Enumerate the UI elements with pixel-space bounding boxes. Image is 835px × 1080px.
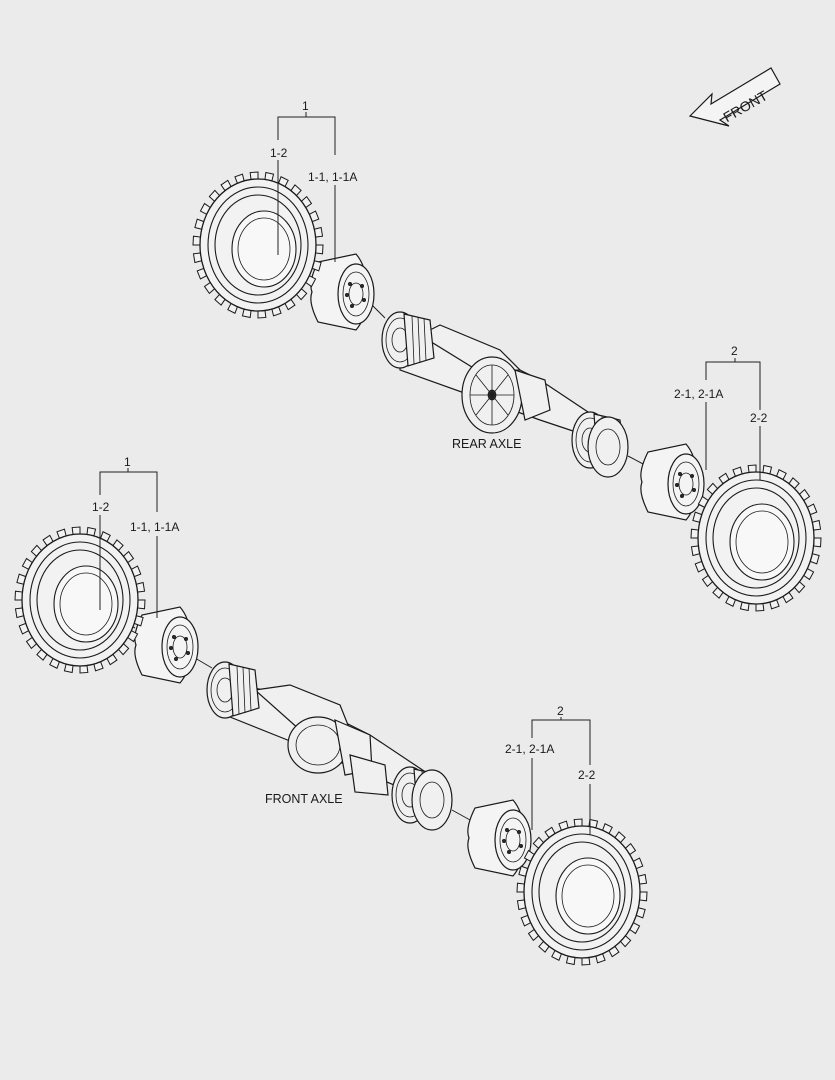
rear-right-wheel-label: 2-1, 2-1A — [674, 387, 723, 401]
rear-left-tire — [199, 178, 317, 312]
rear-right-group-label: 2 — [731, 344, 738, 358]
front-left-group-label: 1 — [124, 455, 131, 469]
front-arrow-icon: FRONT — [688, 67, 781, 127]
front-left-callouts: 1 1-2 1-1, 1-1A — [92, 455, 179, 618]
front-axle-assembly: FRONT AXLE 1 1-2 1-1, 1-1A 2 2-1, 2-1A 2… — [14, 455, 648, 966]
rear-differential — [461, 356, 551, 434]
front-right-wheel-label: 2-1, 2-1A — [505, 742, 554, 756]
rear-right-callouts: 2 2-1, 2-1A 2-2 — [674, 344, 768, 480]
front-left-tire-label: 1-2 — [92, 500, 110, 514]
rear-right-tire — [697, 471, 815, 605]
rear-left-wheel-label: 1-1, 1-1A — [308, 170, 357, 184]
front-left-tire — [21, 533, 139, 667]
front-right-callouts: 2 2-1, 2-1A 2-2 — [505, 704, 596, 835]
rear-right-tire-label: 2-2 — [750, 411, 768, 425]
rear-left-group-label: 1 — [302, 99, 309, 113]
rear-left-hub — [381, 311, 435, 369]
rear-axle-title: REAR AXLE — [452, 437, 521, 451]
rear-axle-assembly: REAR AXLE 1 1-2 1-1, 1-1A 2 2-1, 2-1A 2-… — [192, 99, 822, 612]
front-left-wheel-label: 1-1, 1-1A — [130, 520, 179, 534]
front-right-tire-label: 2-2 — [578, 768, 596, 782]
rear-left-tire-label: 1-2 — [270, 146, 288, 160]
front-left-rim — [134, 606, 199, 684]
front-right-tire — [523, 825, 641, 959]
front-axle-title: FRONT AXLE — [265, 792, 343, 806]
front-right-group-label: 2 — [557, 704, 564, 718]
rear-left-callouts: 1 1-2 1-1, 1-1A — [270, 99, 357, 262]
front-differential — [287, 716, 389, 796]
front-left-hub — [206, 661, 260, 719]
rear-right-rim — [640, 443, 705, 521]
front-right-rim — [467, 799, 532, 877]
